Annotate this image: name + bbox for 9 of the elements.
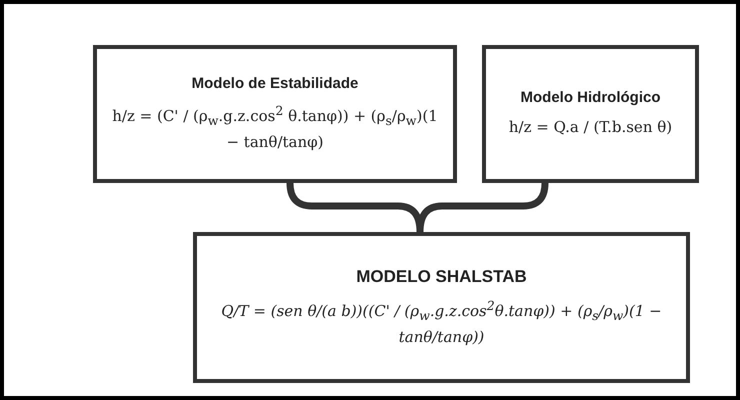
formula: h/z = (C' / (ρ$_{w}$.g.z.cos$^{2}$ θ.tanφ)) + (ρ$_{s}$/ρ$_{w}$)(1 − tanθ/tanφ) [111, 102, 439, 153]
model-title: Modelo de Estabilidade [192, 74, 358, 92]
model-title: Modelo Hidrológico [520, 89, 660, 106]
model-title: MODELO SHALSTAB [356, 266, 527, 287]
formula: Q/T = (sen θ/(a b))((C' / (ρ$_{w}$.g.z.cos$^{2}$θ.tanφ)) + (ρ$_{s}$/ρ$_{w}$)(1 − tanθ/tanφ)) [220, 296, 663, 348]
formula: h/z = Q.a / (T.b.sen θ) [508, 117, 672, 138]
model-box [482, 45, 699, 183]
model-box [93, 45, 457, 183]
model-box [193, 232, 690, 383]
